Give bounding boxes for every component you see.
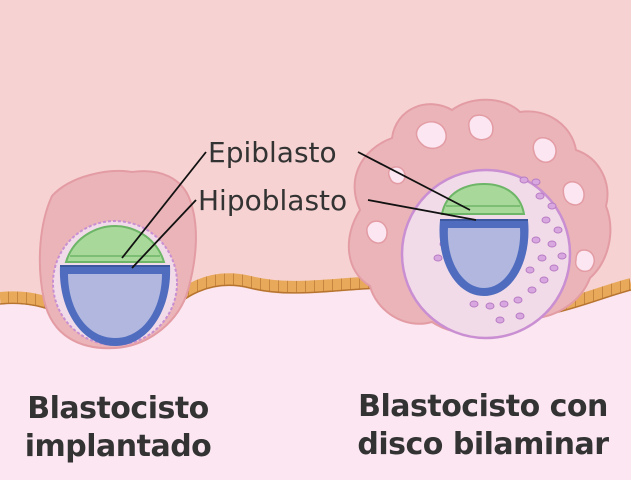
caption-bilaminar-blastocyst: Blastocisto con disco bilaminar (352, 388, 614, 464)
hypoblast-leader-left (131, 199, 197, 269)
bilaminar-blastocyst (347, 98, 612, 340)
hypoblast-leader-right (367, 199, 477, 221)
caption-right-line2: disco bilaminar (357, 427, 609, 462)
caption-left-line2: implantado (24, 429, 212, 464)
epiblast-label: Epiblasto (208, 136, 337, 169)
cavity-right (447, 228, 521, 288)
epiblast-leader-left (121, 151, 207, 259)
epiblast-leader-right (357, 151, 471, 211)
hypoblast-label: Hipoblasto (198, 184, 347, 217)
cavity-left (68, 274, 162, 338)
caption-right-line1: Blastocisto con (358, 389, 608, 424)
extraembryonic-mesoderm (433, 176, 567, 324)
lacunae (366, 114, 595, 272)
caption-implanted-blastocyst: Blastocisto implantado (18, 390, 218, 466)
caption-left-line1: Blastocisto (27, 391, 209, 426)
